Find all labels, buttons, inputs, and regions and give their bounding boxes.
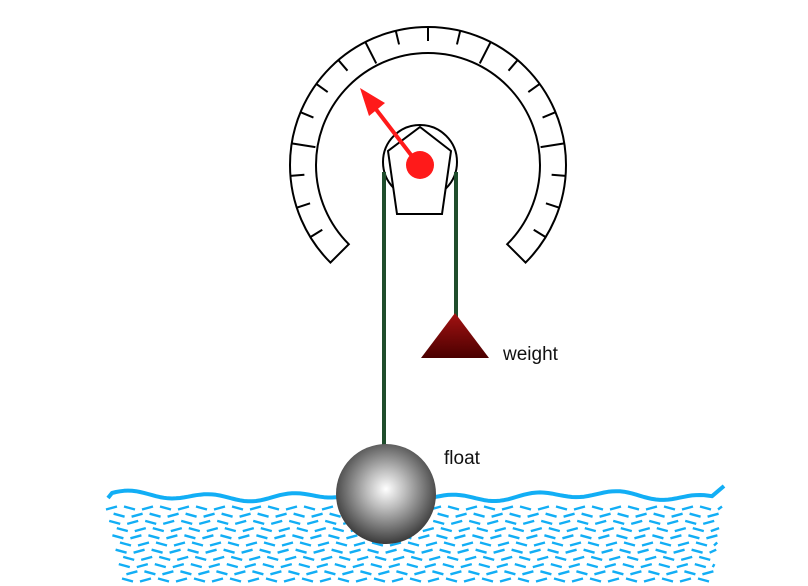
water-ripple-row xyxy=(118,562,716,569)
gauge-minor-tick xyxy=(315,83,329,93)
gauge-minor-tick xyxy=(394,30,401,45)
gauge-minor-tick xyxy=(507,59,519,72)
gauge-minor-tick xyxy=(551,173,566,177)
water xyxy=(105,484,726,583)
water-ripple-row xyxy=(122,555,711,562)
needle-hub xyxy=(406,151,434,179)
gauge-minor-tick xyxy=(337,59,349,72)
gauge-minor-tick xyxy=(296,202,311,209)
needle-arrowhead-icon xyxy=(360,88,385,116)
gauge-minor-tick xyxy=(527,83,541,93)
float-label: float xyxy=(444,448,481,469)
needle xyxy=(360,88,434,179)
weight-label: weight xyxy=(502,344,559,365)
water-ripples xyxy=(105,505,723,583)
gauge-minor-tick xyxy=(300,111,314,119)
gauge-ticks xyxy=(290,27,566,238)
gauge-minor-tick xyxy=(542,111,556,119)
gauge-minor-tick xyxy=(309,228,323,238)
weight-triangle xyxy=(421,313,489,358)
water-ripple-row xyxy=(115,548,717,554)
gauge-major-tick xyxy=(540,142,565,149)
float-ball xyxy=(336,444,436,544)
water-ripple-row xyxy=(119,541,719,547)
gauge-minor-tick xyxy=(545,202,560,209)
gauge-major-tick xyxy=(291,142,316,149)
gauge-dial xyxy=(289,26,567,264)
water-ripple-row xyxy=(126,570,714,576)
gauge-minor-tick xyxy=(533,228,547,238)
gauge-scale-band xyxy=(289,26,567,264)
water-ripple-row xyxy=(121,577,710,583)
gauge-major-tick xyxy=(364,41,378,64)
gauge-minor-tick xyxy=(290,173,305,177)
ropes xyxy=(382,172,458,448)
gauge-major-tick xyxy=(478,41,492,64)
water-ripple-row xyxy=(112,534,718,540)
gauge-minor-tick xyxy=(455,30,462,45)
